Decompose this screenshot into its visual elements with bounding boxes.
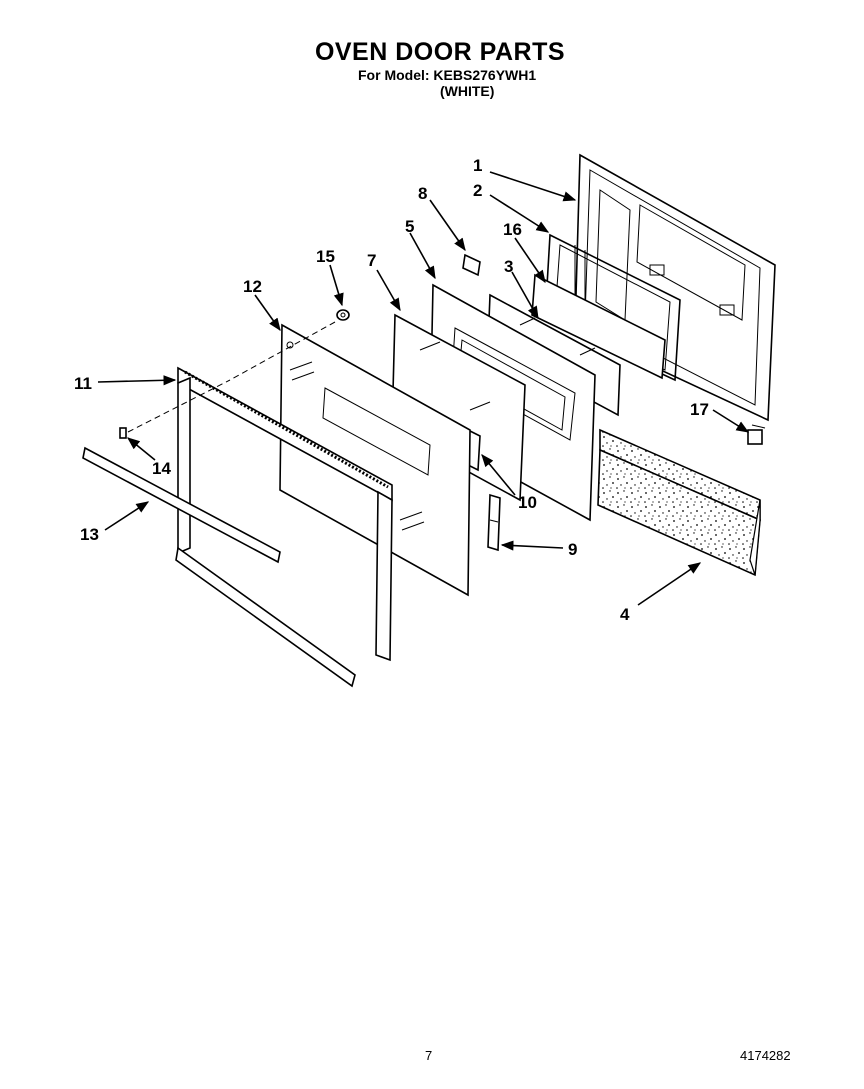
callout-1: 1 bbox=[473, 156, 482, 175]
part-14-clip bbox=[119, 427, 127, 439]
leader-lines bbox=[97, 171, 750, 606]
part-8-clip bbox=[462, 253, 481, 277]
part-13-bottom-trim bbox=[82, 446, 281, 564]
callout-15: 15 bbox=[316, 247, 335, 266]
callout-3: 3 bbox=[504, 257, 513, 276]
model-line: For Model: KEBS276YWH1 bbox=[358, 67, 537, 83]
callout-7: 7 bbox=[367, 251, 376, 270]
callout-11: 11 bbox=[74, 374, 92, 393]
callout-5: 5 bbox=[405, 217, 414, 236]
part-4-insulation bbox=[597, 428, 761, 577]
callout-10: 10 bbox=[518, 493, 537, 512]
page-title: OVEN DOOR PARTS bbox=[314, 38, 566, 66]
callout-2: 2 bbox=[473, 181, 482, 200]
callout-16: 16 bbox=[503, 220, 522, 239]
callout-8: 8 bbox=[418, 184, 427, 203]
callout-14: 14 bbox=[152, 459, 171, 478]
part-15-grommet bbox=[336, 309, 350, 321]
part-16-inner-glass bbox=[531, 273, 666, 380]
color-variant: (WHITE) bbox=[440, 83, 495, 99]
callout-9: 9 bbox=[568, 540, 577, 559]
callout-12: 12 bbox=[243, 277, 262, 296]
callout-17: 17 bbox=[690, 400, 709, 419]
callout-13: 13 bbox=[80, 525, 99, 544]
part-9-bracket bbox=[487, 493, 501, 552]
part-17-hinge-block bbox=[747, 424, 766, 445]
callout-4: 4 bbox=[620, 605, 630, 624]
page-number: 7 bbox=[425, 1048, 433, 1063]
document-number: 4174282 bbox=[740, 1048, 791, 1063]
part-11-door-frame bbox=[175, 366, 393, 688]
